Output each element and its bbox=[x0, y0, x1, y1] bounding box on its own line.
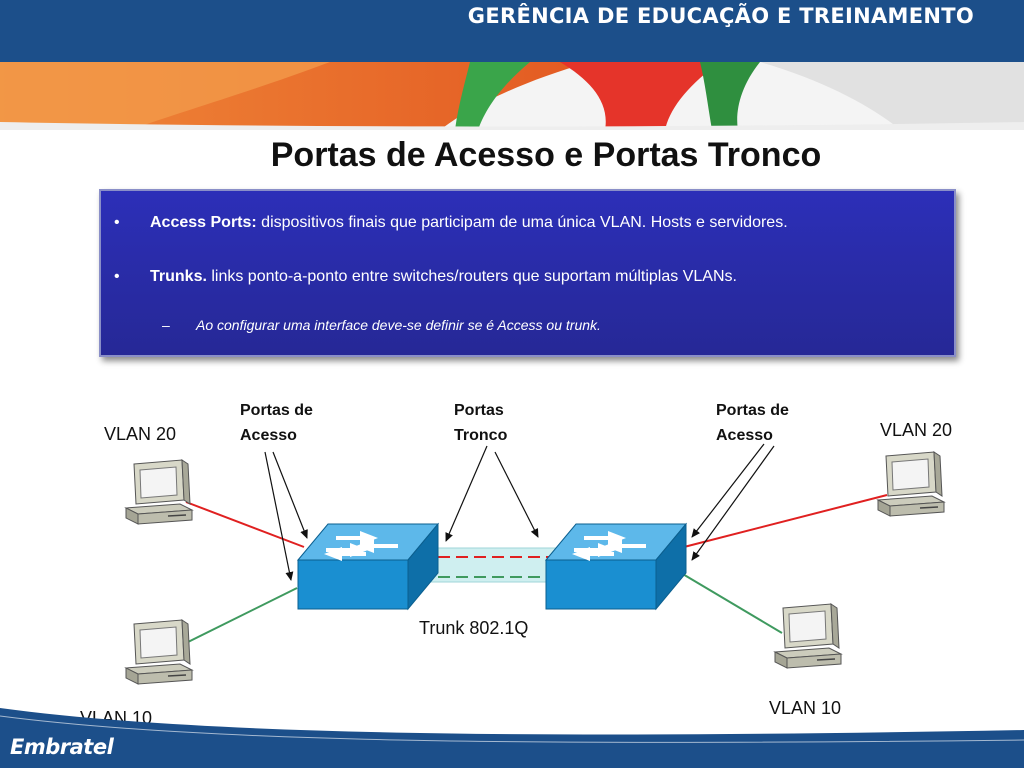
bullet-access-ports-text: dispositivos finais que participam de um… bbox=[256, 214, 788, 231]
link-vlan20-left bbox=[185, 501, 305, 548]
bullet-trunks-text: links ponto-a-ponto entre switches/route… bbox=[206, 268, 737, 285]
arrow-access-left-2 bbox=[272, 451, 308, 539]
link-vlan10-right bbox=[675, 569, 783, 634]
pc-vlan20-left bbox=[125, 459, 193, 525]
pc-vlan20-right bbox=[877, 451, 945, 517]
switch-right bbox=[545, 523, 687, 610]
header-title: GERÊNCIA DE EDUCAÇÃO E TREINAMENTO bbox=[467, 4, 974, 28]
arrow-access-right-2 bbox=[691, 445, 775, 561]
arrow-trunk-2 bbox=[494, 451, 539, 538]
pc-vlan10-left bbox=[125, 619, 193, 685]
bullet-trunks: • Trunks. links ponto-a-ponto entre swit… bbox=[114, 268, 737, 286]
footer-band bbox=[0, 708, 1024, 768]
link-vlan20-right bbox=[683, 494, 888, 548]
header-swoosh-banner bbox=[0, 62, 1024, 130]
label-vlan20-left: VLAN 20 bbox=[104, 424, 177, 444]
bullet-access-ports-term: Access Ports: bbox=[150, 214, 257, 231]
arrow-access-right-1 bbox=[691, 443, 765, 538]
bullet-trunks-term: Trunks. bbox=[150, 268, 207, 285]
sub-bullet-config: – Ao configurar uma interface deve-se de… bbox=[162, 317, 601, 333]
bullet-access-ports: • Access Ports: dispositivos finais que … bbox=[114, 214, 788, 232]
label-access-ports-right: Portas de Acesso bbox=[716, 402, 789, 444]
label-trunk-8021q: Trunk 802.1Q bbox=[419, 618, 529, 638]
bullet-dot: • bbox=[114, 268, 120, 285]
label-access-ports-left: Portas de Acesso bbox=[240, 402, 313, 444]
bullet-dot: • bbox=[114, 214, 120, 231]
embratel-logo: Embratel bbox=[10, 735, 114, 759]
switch-left bbox=[297, 523, 439, 610]
header-bar: GERÊNCIA DE EDUCAÇÃO E TREINAMENTO bbox=[0, 0, 1024, 62]
label-trunk-ports: Portas Tronco bbox=[454, 402, 508, 444]
arrow-access-left-1 bbox=[264, 451, 294, 581]
slide-title: Portas de Acesso e Portas Tronco bbox=[270, 136, 822, 174]
label-vlan20-right: VLAN 20 bbox=[880, 420, 953, 440]
arrow-trunk-1 bbox=[445, 445, 488, 542]
label-vlan10-right: VLAN 10 bbox=[769, 698, 842, 718]
sub-bullet-dash: – bbox=[162, 317, 170, 333]
pc-vlan10-right bbox=[774, 603, 842, 669]
link-vlan10-left bbox=[185, 587, 298, 644]
sub-bullet-text: Ao configurar uma interface deve-se defi… bbox=[196, 317, 601, 333]
content-box: • Access Ports: dispositivos finais que … bbox=[99, 189, 956, 357]
